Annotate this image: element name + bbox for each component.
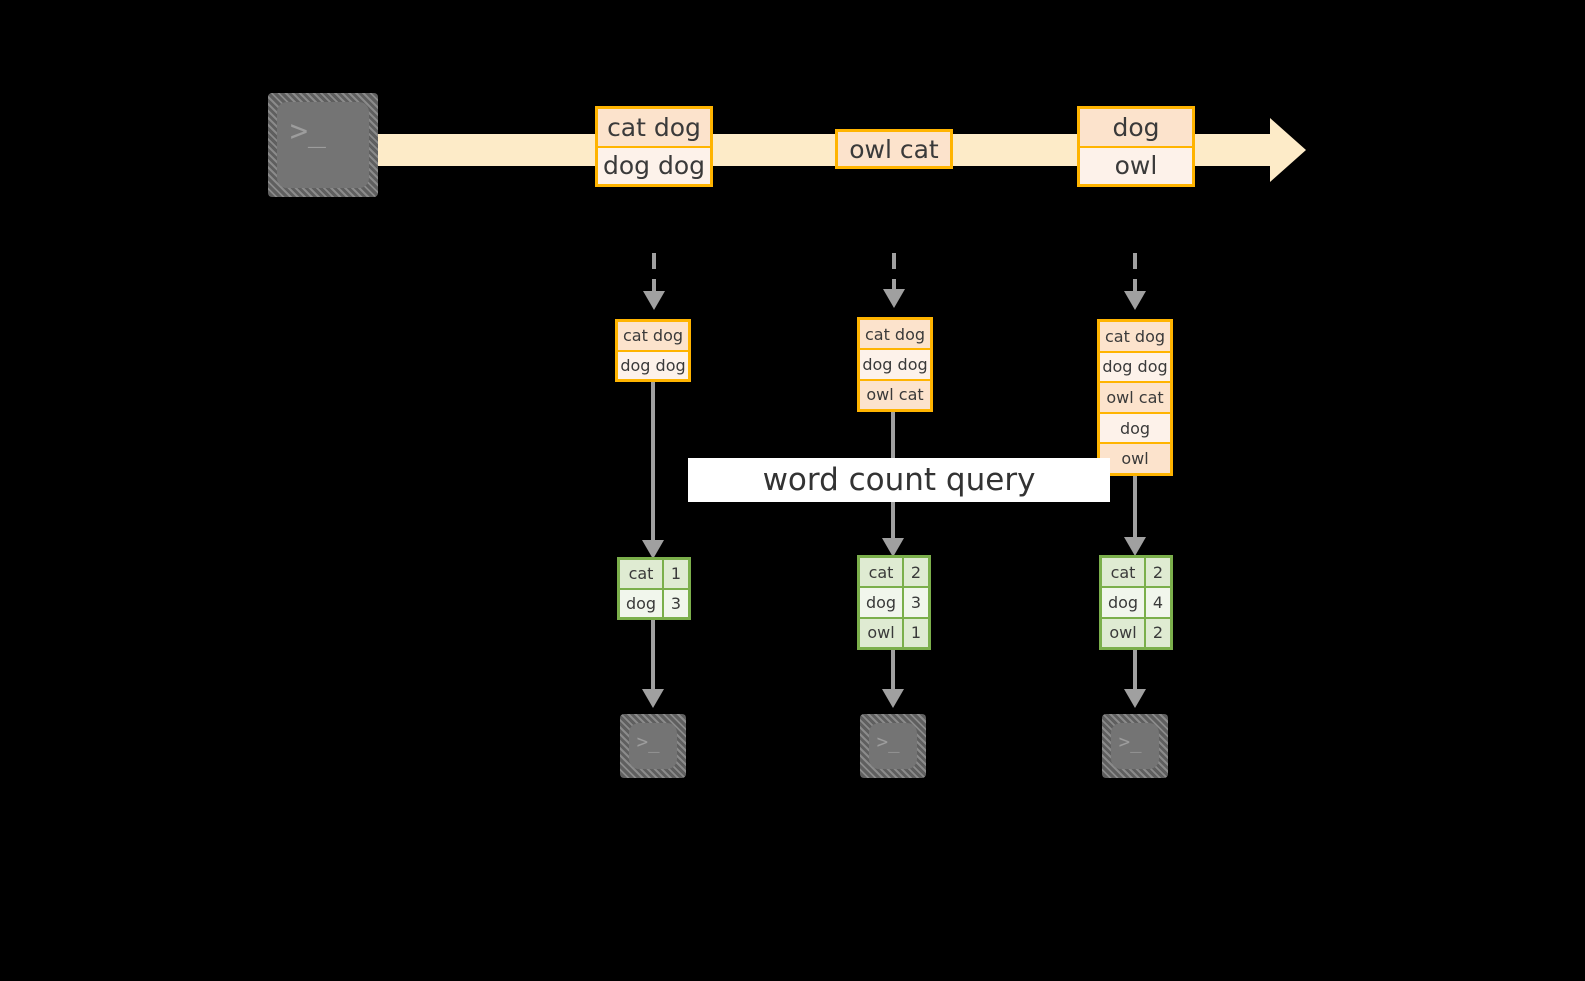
result-word: dog [620,589,664,617]
result-word: cat [1102,558,1146,587]
result-word: cat [860,558,904,587]
sink-flow-line-1 [651,620,655,693]
stream-record: owl [1080,147,1192,184]
result-word: dog [860,588,904,617]
query-flow-arrow-1 [642,540,664,559]
query-flow-line-3 [1133,476,1137,545]
snapshot-input-1[interactable]: cat dog dog dog [615,319,691,382]
snapshot-tap-line-3 [1133,253,1137,291]
snapshot-input-3[interactable]: cat dog dog dog owl cat dog owl [1097,319,1173,476]
table-row: cat 1 [620,560,688,590]
snapshot-input-row: owl cat [860,380,930,409]
sink-flow-arrow-1 [642,689,664,708]
stream-record: cat dog [598,109,710,148]
result-count: 1 [904,618,928,647]
result-word: owl [860,618,904,647]
snapshot-input-row: owl [1100,444,1170,473]
snapshot-tap-arrow-2 [883,289,905,308]
result-count: 4 [1146,588,1170,617]
snapshot-input-row: owl cat [1100,383,1170,414]
snapshot-input-row: dog [1100,413,1170,445]
result-word: cat [620,560,664,588]
source-terminal-icon[interactable]: >_ [268,93,378,197]
sink-terminal-icon-1[interactable]: >_ [620,714,686,778]
stream-group-1[interactable]: cat dog dog dog [595,106,713,187]
result-count: 3 [664,589,688,617]
sink-flow-line-3 [1133,650,1137,693]
table-row: owl 1 [860,618,928,647]
result-count: 3 [904,588,928,617]
terminal-screen: >_ [277,102,369,188]
result-table-1[interactable]: cat 1 dog 3 [617,557,691,620]
sink-flow-arrow-2 [882,689,904,708]
stream-arrowhead [1270,118,1306,182]
snapshot-tap-line-2 [892,253,896,289]
table-row: dog 4 [1102,588,1170,619]
snapshot-tap-arrow-3 [1124,291,1146,310]
table-row: dog 3 [860,588,928,619]
snapshot-input-row: cat dog [860,320,930,351]
terminal-prompt-glyph: >_ [636,731,660,754]
snapshot-input-row: cat dog [1100,322,1170,353]
result-count: 2 [1146,558,1170,587]
snapshot-input-2[interactable]: cat dog dog dog owl cat [857,317,933,412]
terminal-screen: >_ [869,723,917,769]
snapshot-tap-arrow-1 [643,291,665,310]
terminal-screen: >_ [1111,723,1159,769]
sink-flow-line-2 [891,650,895,693]
terminal-prompt-glyph: >_ [1118,731,1142,754]
stream-record: dog [1080,109,1192,148]
result-word: dog [1102,588,1146,617]
result-table-2[interactable]: cat 2 dog 3 owl 1 [857,555,931,650]
terminal-prompt-glyph: >_ [289,114,326,150]
query-flow-arrow-3 [1124,537,1146,556]
sink-flow-arrow-3 [1124,689,1146,708]
snapshot-input-row: dog dog [860,350,930,381]
stream-group-3[interactable]: dog owl [1077,106,1195,187]
table-row: cat 2 [1102,558,1170,589]
snapshot-input-row: dog dog [618,351,688,379]
snapshot-input-row: cat dog [618,322,688,352]
sink-terminal-icon-2[interactable]: >_ [860,714,926,778]
snapshot-input-row: dog dog [1100,352,1170,384]
sink-terminal-icon-3[interactable]: >_ [1102,714,1168,778]
query-flow-arrow-2 [882,538,904,557]
table-row: owl 2 [1102,618,1170,647]
table-row: cat 2 [860,558,928,589]
query-label: word count query [688,458,1110,502]
result-count: 2 [1146,618,1170,647]
stream-record: dog dog [598,147,710,184]
stream-group-2[interactable]: owl cat [835,129,953,169]
snapshot-tap-line-1 [652,253,656,291]
query-label-text: word count query [762,462,1036,498]
query-flow-line-1 [651,382,655,548]
result-count: 1 [664,560,688,588]
terminal-prompt-glyph: >_ [876,731,900,754]
terminal-screen: >_ [629,723,677,769]
result-count: 2 [904,558,928,587]
table-row: dog 3 [620,589,688,617]
result-table-3[interactable]: cat 2 dog 4 owl 2 [1099,555,1173,650]
result-word: owl [1102,618,1146,647]
stream-record: owl cat [838,132,950,166]
